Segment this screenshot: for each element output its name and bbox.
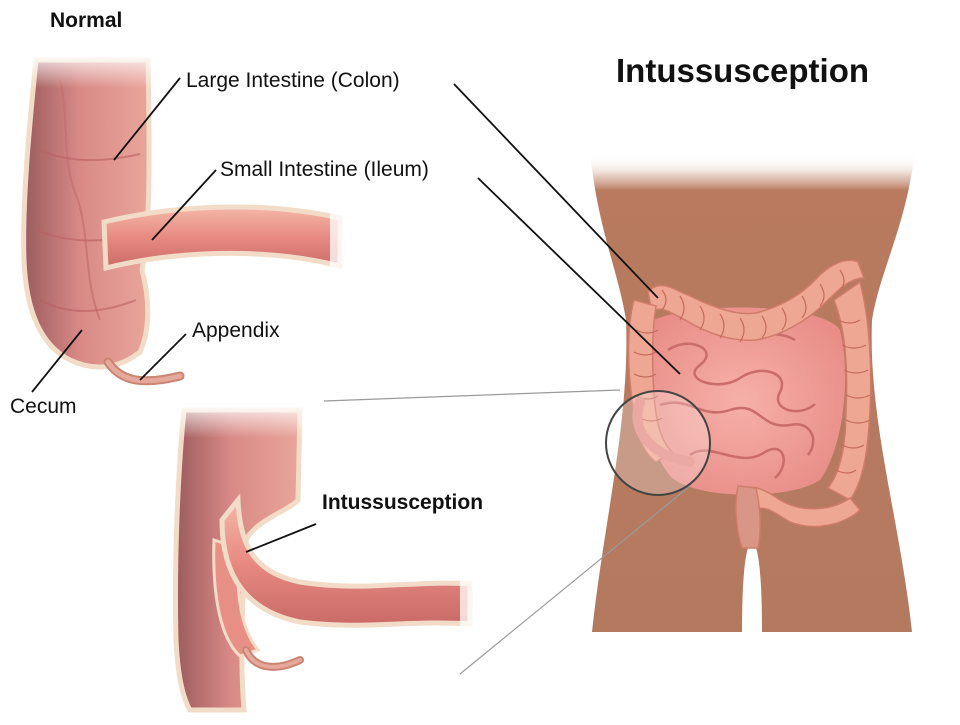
zoom-circle (605, 390, 711, 496)
zoom-guide-lines (323, 389, 691, 675)
telescoped-ileum (632, 397, 695, 467)
page-title: Intussusception (616, 52, 870, 89)
normal-heading: Normal (50, 9, 123, 32)
appendix-label: Appendix (192, 319, 280, 342)
small-intestine-label: Small Intestine (Ileum) (220, 158, 429, 181)
colon-haustra (633, 269, 871, 474)
intussusception-label: Intussusception (322, 491, 484, 514)
intussusception-panel (172, 398, 500, 713)
cecum-label: Cecum (10, 395, 77, 418)
large-intestine-label: Large Intestine (Colon) (186, 69, 400, 92)
normal-panel (21, 48, 370, 386)
leader-lines (31, 77, 681, 553)
